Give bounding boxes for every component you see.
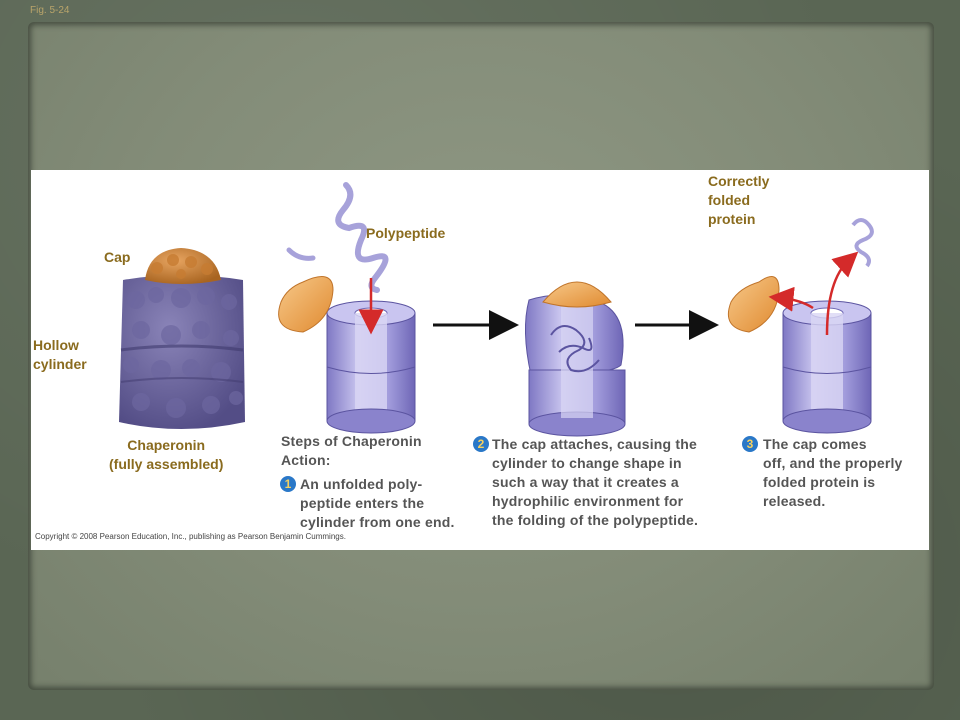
polypeptide-label: Polypeptide	[366, 225, 446, 241]
step2-cylinder	[524, 281, 626, 437]
step1-cylinder	[278, 182, 416, 434]
chaperonin-illustration	[119, 182, 874, 437]
step3-number: 3	[742, 436, 758, 452]
chaperonin-label: Chaperonin (fully assembled)	[109, 437, 224, 472]
hollow-cylinder-label: Hollow cylinder	[33, 337, 87, 372]
step3-text: The cap comes off, and the properly fold…	[763, 436, 903, 509]
figure-panel: Cap Hollow cylinder Chaperonin (fully as…	[31, 170, 929, 550]
step2-text: The cap attaches, causing the cylinder t…	[492, 436, 699, 528]
step2-number: 2	[473, 436, 489, 452]
cap-label: Cap	[104, 249, 131, 265]
figure-number: Fig. 5-24	[30, 5, 70, 16]
copyright-notice: Copyright © 2008 Pearson Education, Inc.…	[35, 532, 346, 541]
steps-title: Steps of Chaperonin Action:	[281, 433, 422, 468]
step3-cylinder	[727, 218, 874, 434]
step1-text: An unfolded poly- peptide enters the cyl…	[300, 476, 455, 530]
chaperonin-model	[119, 248, 245, 429]
step1-number: 1	[280, 476, 296, 492]
correctly-folded-label: Correctly folded protein	[708, 173, 770, 227]
